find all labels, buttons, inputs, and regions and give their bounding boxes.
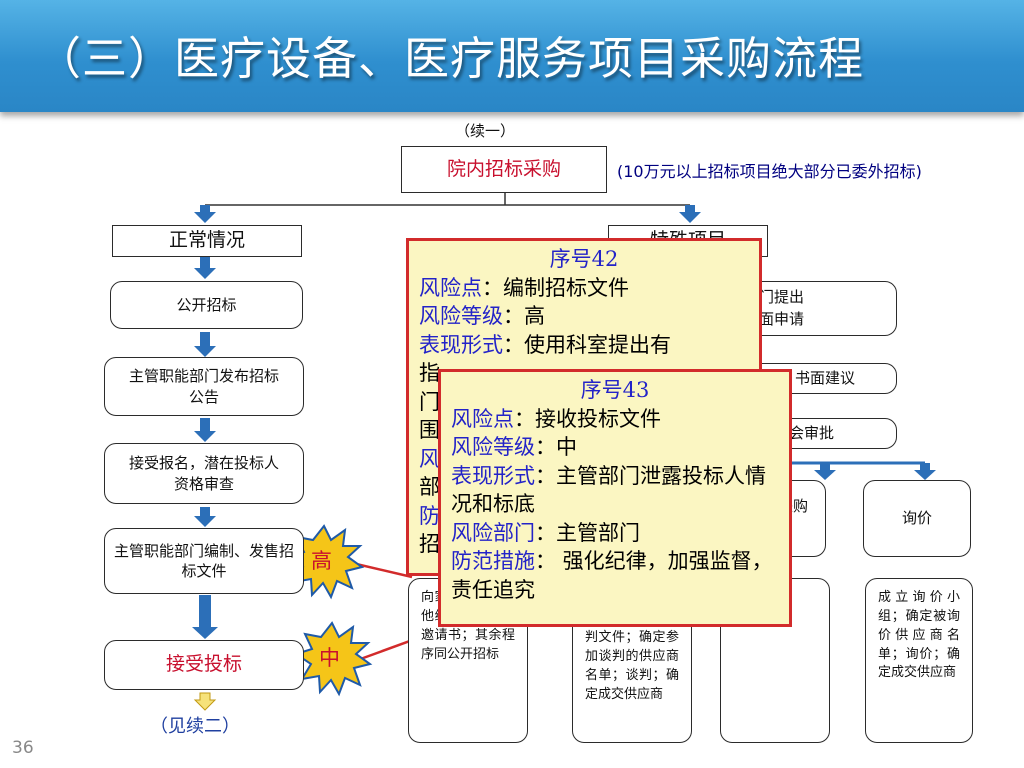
special-apply-line1: 门提出 — [759, 287, 805, 306]
page-title: （三）医疗设备、医疗服务项目采购流程 — [36, 32, 865, 85]
risk-badge-medium: 中 — [319, 646, 340, 670]
popup42-line-risk-point: 风险点：编制招标文件 — [419, 275, 629, 300]
risk-popup-43: 序号43 风险点：接收投标文件 风险等级：中 表现形式：主管部门泄露投标人情况和… — [438, 369, 792, 627]
top-box-inhouse-tender: 院内招标采购 — [401, 146, 607, 193]
popup42-frag5: 部 — [419, 475, 440, 500]
popup42-frag1: 指 — [419, 361, 440, 386]
popup42-line-form: 表现形式：使用科室提出有 — [419, 332, 671, 357]
popup43-title: 序号43 — [580, 378, 650, 402]
continuation-label: （续一） — [455, 122, 516, 140]
step-qualification-review: 接受报名，潜在投标人资格审查 — [104, 443, 304, 504]
risk-badge-medium-shape — [293, 621, 373, 697]
special-apply-box: 门提出面申请 — [740, 281, 897, 336]
popup42-line-risk-level: 风险等级：高 — [419, 304, 545, 329]
see-continuation-two: （见续二） — [150, 716, 240, 737]
special-apply-line2: 面申请 — [759, 309, 805, 328]
popup42-frag6: 防 — [419, 503, 440, 528]
popup42-title: 序号42 — [549, 247, 619, 271]
popup43-line-form: 表现形式：主管部门泄露投标人情况和标底 — [451, 463, 766, 517]
branch-normal-heading: 正常情况 — [112, 225, 302, 257]
popup42-frag2: 门 — [419, 389, 440, 414]
popup42-frag3: 围 — [419, 418, 440, 443]
popup42-frag4: 风 — [419, 446, 440, 471]
risk-badge-high: 高 — [311, 549, 332, 573]
step-prepare-documents: 主管职能部门编制、发售招标文件 — [104, 528, 304, 594]
popup43-line-measures: 防范措施： 强化纪律，加强监督，责任追究 — [451, 549, 773, 602]
step-open-tender: 公开招标 — [110, 281, 303, 329]
page-number: 36 — [12, 738, 34, 758]
top-note: (10万元以上招标项目绝大部分已委外招标) — [617, 162, 922, 181]
popup43-line-department: 风险部门：主管部门 — [451, 520, 640, 545]
flow-arrows — [192, 205, 936, 639]
popup42-frag7: 招 — [419, 532, 440, 557]
header-bar: （三）医疗设备、医疗服务项目采购流程 — [0, 0, 1024, 112]
popup43-line-risk-point: 风险点：接收投标文件 — [451, 406, 661, 431]
method-inquiry-title: 询价 — [863, 480, 971, 557]
method-col4-text: 成立询价小组；确定被询价供应商名单；询价；确定成交供应商 — [865, 578, 973, 743]
popup43-line-risk-level: 风险等级：中 — [451, 435, 577, 460]
step-publish-notice: 主管职能部门发布招标公告 — [104, 357, 304, 416]
step-receive-bids: 接受投标 — [104, 640, 304, 690]
